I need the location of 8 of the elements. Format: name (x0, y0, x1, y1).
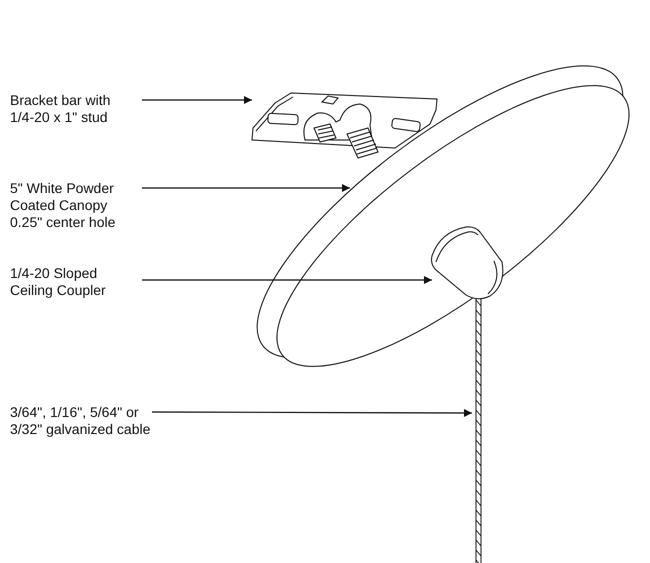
leader-arrow (142, 276, 432, 284)
callout-text: 3/64", 1/16", 5/64" or 3/32" galvanized cable (10, 404, 152, 438)
leader-arrow (142, 96, 252, 104)
leader-arrow (152, 408, 472, 417)
callout-text: Bracket bar with 1/4-20 x 1" stud (10, 92, 112, 126)
callout-text: 1/4-20 Sloped Ceiling Coupler (10, 265, 107, 299)
leader-arrow (142, 184, 350, 192)
callout-text: 5" White Powder Coated Canopy 0.25" center hole (10, 180, 116, 231)
